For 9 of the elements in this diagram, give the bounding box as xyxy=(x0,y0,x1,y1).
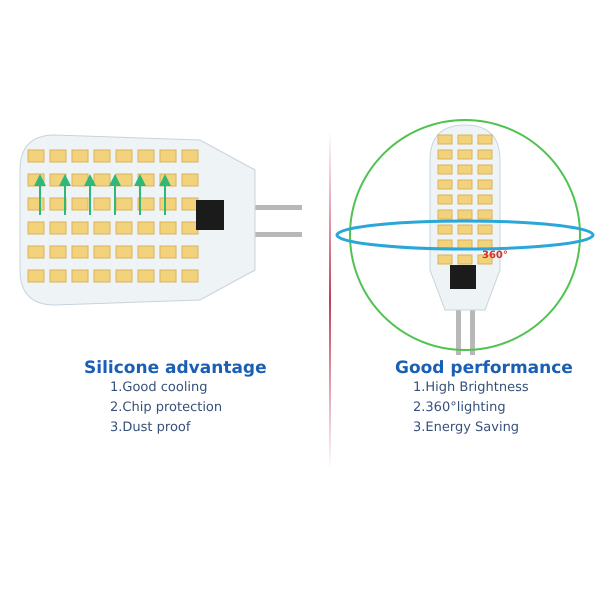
rotation-label: 360° xyxy=(482,250,508,262)
feature-item: 1.Good cooling xyxy=(110,380,208,396)
feature-item: 3.Dust proof xyxy=(110,420,190,436)
section-heading: Good performance xyxy=(395,358,573,378)
feature-item: 1.High Brightness xyxy=(413,380,529,396)
feature-item: 2.Chip protection xyxy=(110,400,222,416)
feature-item: 3.Energy Saving xyxy=(413,420,520,436)
feature-item: 2.360°lighting xyxy=(413,400,506,416)
section-heading: Silicone advantage xyxy=(84,358,267,378)
